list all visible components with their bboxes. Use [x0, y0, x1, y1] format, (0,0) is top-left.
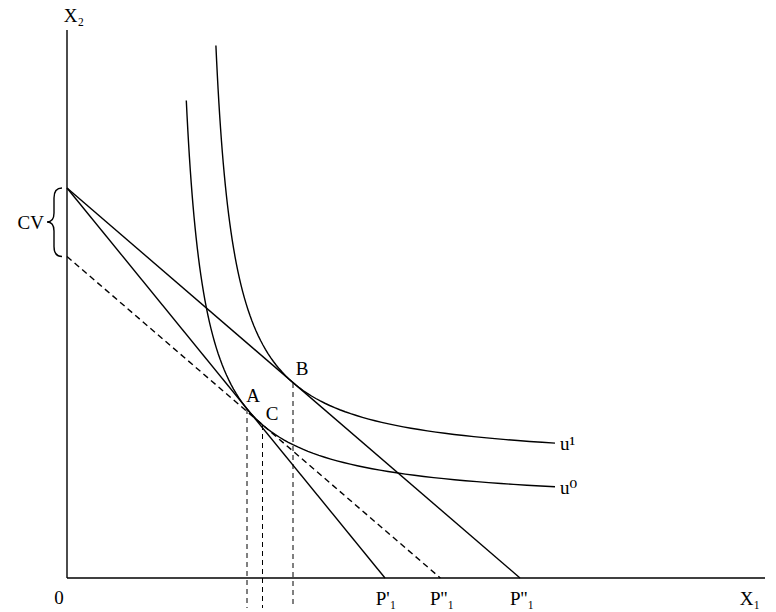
- x-axis: [67, 577, 765, 578]
- point-label: C: [266, 404, 279, 423]
- brace: [47, 188, 62, 257]
- brace-label: CV: [18, 213, 44, 232]
- intercept-label: P'₁: [376, 589, 397, 608]
- drop-line: [247, 409, 248, 608]
- point-label: B: [296, 359, 309, 378]
- y-axis: [66, 30, 67, 578]
- indifference-curve: [186, 100, 555, 486]
- intercept-label: P''₁: [430, 589, 454, 608]
- indifference-curve: [216, 45, 555, 443]
- curve-label: u⁰: [560, 478, 577, 497]
- point-label: A: [246, 386, 260, 405]
- intercept-label: P''₁: [510, 589, 534, 608]
- origin-label: 0: [54, 588, 64, 607]
- curve-label: u¹: [560, 434, 575, 453]
- axis-label: X₂: [64, 6, 84, 25]
- axis-label: X₁: [740, 589, 760, 608]
- drop-line: [262, 425, 263, 608]
- drop-line: [293, 383, 294, 608]
- budget-line: [67, 188, 385, 578]
